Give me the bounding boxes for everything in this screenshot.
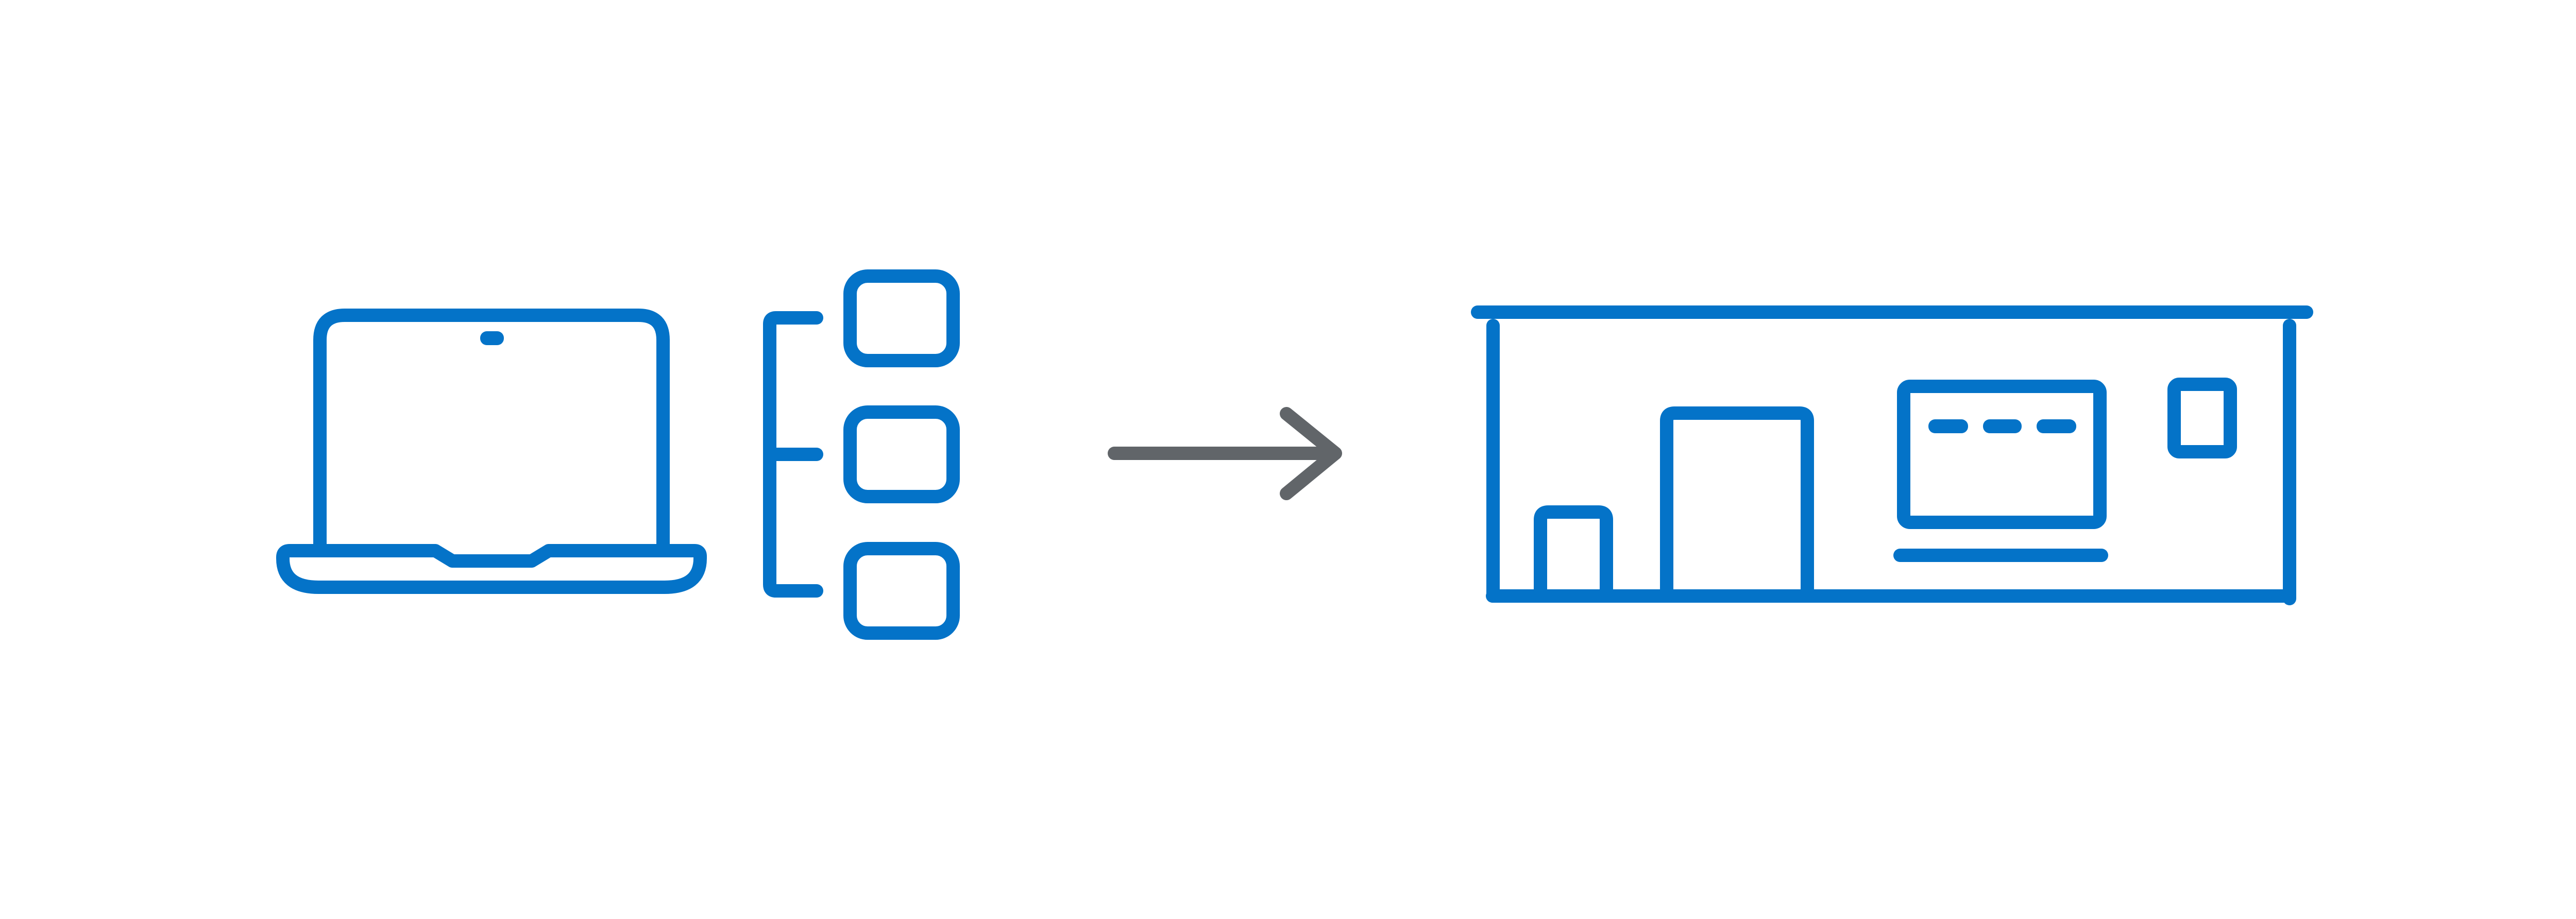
laptop-screen [313, 309, 670, 554]
storefront-building-icon [1471, 305, 2313, 605]
tree-node-bottom [843, 542, 960, 640]
tree-node-middle [843, 405, 960, 503]
tree-node-top [843, 269, 960, 367]
laptop-camera-dot [480, 331, 504, 345]
building-door [1660, 406, 1814, 603]
arrow-head [1280, 407, 1342, 500]
building-small-window [2167, 378, 2237, 458]
building-small-crate [1534, 505, 1613, 603]
laptop-icon [276, 309, 707, 594]
building-window [1897, 380, 2107, 529]
laptop-base [276, 544, 707, 594]
window-dash-3 [2037, 419, 2076, 433]
arrow-right-icon [1108, 407, 1342, 500]
window-dash-2 [1983, 419, 2022, 433]
file-tree-icon [763, 269, 960, 640]
window-dash-1 [1928, 419, 1968, 433]
